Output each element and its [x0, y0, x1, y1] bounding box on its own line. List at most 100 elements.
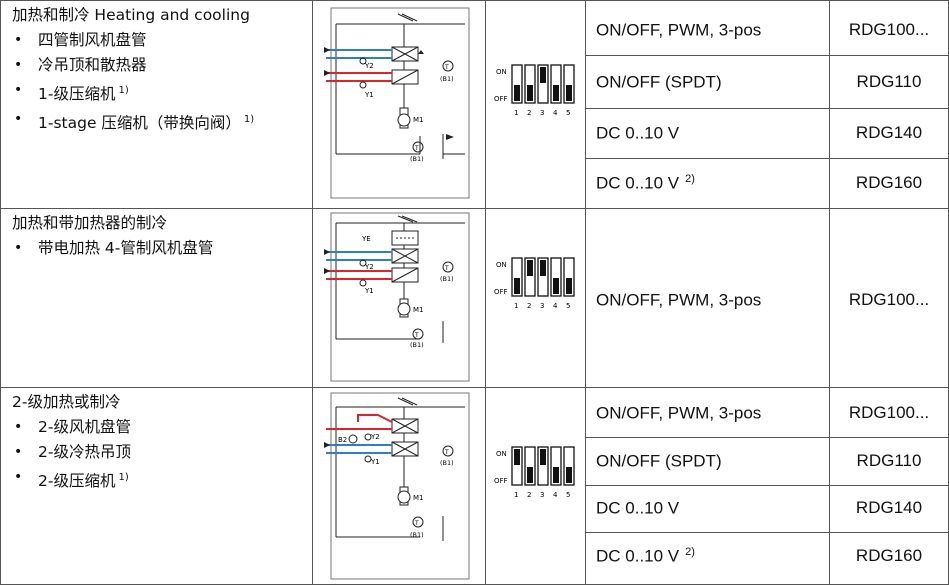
signal-label: ON/OFF, PWM, 3-pos	[596, 20, 762, 40]
footnote-ref: 1)	[118, 472, 129, 483]
signal-label: DC 0..10 V	[596, 123, 680, 143]
svg-text:Y1: Y1	[364, 91, 374, 99]
svg-text:T: T	[414, 332, 419, 339]
svg-text:(B1): (B1)	[410, 155, 424, 163]
dip-switch-lever	[540, 67, 546, 83]
dip-switch-lever	[540, 260, 546, 276]
svg-text:Y1: Y1	[370, 458, 380, 466]
list-item: 1-stage 压缩机（带换向阀）1)	[12, 107, 254, 136]
dip-switch-5	[563, 257, 575, 297]
model-label: RDG110	[856, 451, 922, 470]
svg-text:Y2: Y2	[364, 263, 374, 271]
dip-switch-lever	[553, 278, 559, 294]
svg-text:Y1: Y1	[364, 287, 374, 295]
svg-text:Y2: Y2	[364, 62, 374, 70]
svg-text:OFF: OFF	[494, 288, 508, 296]
dip-switch-number: 1	[514, 109, 518, 117]
row-3-title: 2-级加热或制冷	[12, 393, 121, 411]
dip-switch-1	[511, 257, 523, 297]
svg-text:ON: ON	[496, 450, 507, 458]
dip-switch-number: 1	[514, 491, 518, 499]
svg-text:(B1): (B1)	[410, 531, 424, 539]
dip-switch-3	[537, 446, 549, 486]
dip-switch-4	[550, 64, 562, 104]
dip-switch-lever	[527, 260, 533, 276]
dip-switch-3	[537, 64, 549, 104]
dip-switch-lever	[566, 467, 572, 483]
dip-switch-number: 5	[566, 109, 570, 117]
svg-text:YE: YE	[361, 235, 371, 243]
footnote-ref: 1)	[243, 114, 255, 126]
list-item: 带电加热 4-管制风机盘管	[12, 236, 213, 261]
signal-label: ON/OFF (SPDT)	[596, 451, 722, 471]
dip-switch-lever	[553, 85, 559, 101]
row-2-title: 加热和带加热器的制冷	[12, 214, 168, 232]
list-item: 2-级风机盘管	[12, 415, 131, 440]
row-2-bullets: 带电加热 4-管制风机盘管	[12, 236, 213, 261]
dip-switch-5	[563, 446, 575, 486]
signal-label: ON/OFF, PWM, 3-pos	[596, 403, 762, 423]
model-label: RDG100...	[848, 20, 930, 39]
dip-switch-2	[524, 257, 536, 297]
signal-label: ON/OFF (SPDT)	[596, 72, 722, 92]
dip-switch-number: 4	[553, 302, 558, 310]
svg-text:(B1): (B1)	[440, 459, 454, 467]
svg-text:B2: B2	[338, 436, 347, 444]
dip-switch-number: 2	[527, 302, 531, 310]
model-label: RDG110	[856, 72, 922, 91]
model-label: RDG160	[855, 173, 923, 192]
dip-switch-number: 2	[527, 109, 531, 117]
footnote-ref: 2)	[685, 546, 695, 558]
svg-text:M1: M1	[413, 306, 424, 314]
row-3-hydraulic-diagram: B2 Y2 Y1 M1 T (B1) T (B1)	[324, 392, 470, 580]
list-item: 2-级冷热吊顶	[12, 440, 131, 465]
svg-text:T: T	[414, 145, 419, 152]
dip-switch-lever	[514, 85, 520, 101]
signal-label: ON/OFF, PWM, 3-pos	[596, 290, 762, 310]
dip-switch-1	[511, 64, 523, 104]
model-label: RDG100...	[848, 290, 930, 309]
list-item: 四管制风机盘管	[12, 28, 254, 53]
dip-switch-4	[550, 257, 562, 297]
svg-text:(B1): (B1)	[440, 75, 454, 83]
dip-switch-lever	[566, 278, 572, 294]
footnote-ref: 1)	[118, 85, 129, 96]
dip-switch-lever	[514, 278, 520, 294]
svg-text:(B1): (B1)	[440, 275, 454, 283]
footnote-ref: 2)	[685, 173, 695, 185]
svg-text:T: T	[444, 449, 449, 456]
dip-switch-2	[524, 64, 536, 104]
dip-switch-lever	[553, 467, 559, 483]
dip-switch-3	[537, 257, 549, 297]
svg-text:OFF: OFF	[494, 477, 508, 485]
svg-text:T: T	[444, 265, 449, 272]
model-label: RDG140	[855, 498, 923, 517]
row-2-description: 加热和带加热器的制冷 带电加热 4-管制风机盘管	[12, 211, 213, 261]
row-1-title: 加热和制冷 Heating and cooling	[12, 6, 250, 24]
dip-switch-lever	[540, 449, 546, 465]
dip-switch-number: 4	[553, 491, 558, 499]
signal-label: DC 0..10 V	[596, 498, 680, 518]
dip-switch-number: 3	[540, 491, 544, 499]
svg-text:ON: ON	[496, 68, 507, 76]
dip-switch-lever	[566, 85, 572, 101]
model-label: RDG100...	[848, 403, 930, 422]
dip-switch-number: 4	[553, 109, 558, 117]
dip-switch-lever	[514, 449, 520, 465]
list-item: 冷吊顶和散热器	[12, 53, 254, 78]
dip-switch-number: 5	[566, 491, 570, 499]
svg-text:T: T	[444, 64, 449, 71]
svg-text:OFF: OFF	[494, 95, 508, 103]
svg-text:Y2: Y2	[370, 433, 380, 441]
row-2-hydraulic-diagram: YE Y2 Y1 M1 T (B1) T (B1)	[324, 212, 470, 382]
svg-text:ON: ON	[496, 261, 507, 269]
row-1-description: 加热和制冷 Heating and cooling 四管制风机盘管 冷吊顶和散热…	[12, 3, 254, 136]
